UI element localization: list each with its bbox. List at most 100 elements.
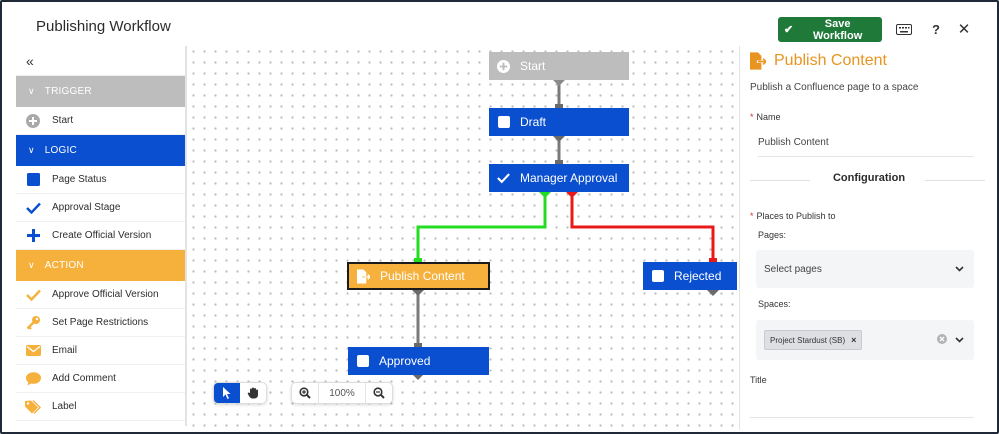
- node-draft[interactable]: Draft: [489, 108, 629, 136]
- document-export-icon: [750, 52, 766, 70]
- chevron-down-icon: ∨: [28, 86, 35, 96]
- properties-panel: Publish Content Publish a Confluence pag…: [739, 46, 997, 430]
- chevron-down-icon: ∨: [28, 260, 35, 270]
- sidebar-item-create-official-version[interactable]: Create Official Version: [16, 222, 185, 250]
- sidebar-item-start[interactable]: Start: [16, 107, 185, 135]
- section-action-label: ACTION: [44, 260, 84, 271]
- node-start[interactable]: Start: [489, 52, 629, 80]
- sidebar-item-approve-official-version[interactable]: Approve Official Version: [16, 281, 185, 309]
- panel-description: Publish a Confluence page to a space: [750, 82, 919, 93]
- checkmark-icon: ✔: [784, 24, 794, 36]
- zoom-toolbar: 100%: [291, 382, 393, 404]
- checkmark-icon: [497, 172, 510, 185]
- square-icon: [24, 171, 42, 189]
- pan-tool-button[interactable]: [240, 383, 266, 403]
- chevron-down-icon: ∨: [28, 145, 35, 155]
- node-palette-sidebar: « ∨ TRIGGER Start ∨ LOGIC Page Status: [16, 46, 187, 426]
- edge-reject: [570, 192, 715, 262]
- sidebar-item-email[interactable]: Email: [16, 337, 185, 365]
- node-label: Publish Content: [380, 269, 465, 283]
- edge-approve: [416, 192, 547, 262]
- section-trigger[interactable]: ∨ TRIGGER: [16, 76, 185, 107]
- configuration-heading: Configuration: [832, 172, 906, 184]
- zoom-out-icon: [373, 387, 385, 399]
- section-logic-label: LOGIC: [44, 145, 77, 156]
- node-approved[interactable]: Approved: [348, 347, 489, 375]
- node-label: Manager Approval: [520, 171, 618, 185]
- document-export-icon: [357, 269, 370, 283]
- divider: [750, 180, 810, 181]
- dialog-header: Publishing Workflow ✔ Save Workflow ? ✕: [2, 2, 997, 46]
- select-tool-button[interactable]: [214, 383, 240, 403]
- square-icon: [356, 355, 369, 368]
- panel-title-text: Publish Content: [774, 52, 887, 69]
- node-rejected[interactable]: Rejected: [643, 262, 737, 290]
- node-publish-content[interactable]: Publish Content: [347, 262, 490, 290]
- node-label: Rejected: [674, 269, 722, 283]
- sidebar-item-label: Add Comment: [52, 373, 116, 384]
- chevron-down-icon[interactable]: [955, 335, 964, 346]
- places-label-text: Places to Publish to: [756, 211, 836, 221]
- sidebar-item-page-status[interactable]: Page Status: [16, 166, 185, 194]
- double-chevron-left-icon: «: [26, 52, 34, 69]
- required-asterisk: *: [750, 211, 754, 221]
- clear-icon[interactable]: [937, 333, 947, 347]
- close-button[interactable]: ✕: [957, 21, 971, 38]
- sidebar-item-set-page-restrictions[interactable]: Set Page Restrictions: [16, 309, 185, 337]
- name-label-text: Name: [756, 112, 781, 122]
- node-label: Draft: [520, 115, 547, 129]
- checkmark-icon: [24, 286, 42, 304]
- title-label: Title: [750, 375, 767, 385]
- pointer-icon: [223, 387, 231, 399]
- pages-label: Pages:: [758, 230, 787, 240]
- select-controls: [937, 333, 964, 347]
- section-trigger-label: TRIGGER: [44, 86, 92, 97]
- divider: [925, 180, 985, 181]
- node-manager-approval[interactable]: Manager Approval: [489, 164, 629, 192]
- sidebar-item-add-comment[interactable]: Add Comment: [16, 365, 185, 393]
- sidebar-item-label: Approve Official Version: [52, 289, 159, 300]
- zoom-out-button[interactable]: [366, 383, 392, 403]
- pages-placeholder: Select pages: [764, 263, 822, 275]
- spaces-select[interactable]: Project Stardust (SB) ×: [756, 320, 974, 360]
- save-workflow-label: Save Workflow: [812, 17, 863, 42]
- zoom-in-icon: [299, 387, 311, 399]
- hand-icon: [247, 387, 258, 399]
- comment-icon: [24, 370, 42, 388]
- name-field[interactable]: Publish Content: [758, 137, 974, 157]
- section-logic[interactable]: ∨ LOGIC: [16, 135, 185, 166]
- panel-title: Publish Content: [750, 52, 887, 70]
- sidebar-item-label-action[interactable]: Label: [16, 393, 185, 421]
- places-label: *Places to Publish to: [750, 211, 836, 221]
- section-action[interactable]: ∨ ACTION: [16, 250, 185, 281]
- sidebar-item-label: Approval Stage: [52, 202, 121, 213]
- checkmark-icon: [24, 199, 42, 217]
- tag-icon: [24, 398, 42, 416]
- chevron-down-icon: [955, 264, 964, 275]
- plus-circle-icon: [24, 112, 42, 130]
- required-asterisk: *: [750, 112, 754, 122]
- sidebar-item-label: Page Status: [52, 174, 107, 185]
- sidebar-item-label: Label: [52, 401, 77, 412]
- sidebar-item-approval-stage[interactable]: Approval Stage: [16, 194, 185, 222]
- node-label: Approved: [379, 354, 431, 368]
- plus-circle-icon: [497, 59, 510, 73]
- collapse-sidebar-button[interactable]: «: [16, 46, 185, 76]
- remove-tag-icon[interactable]: ×: [851, 335, 857, 345]
- square-icon: [497, 116, 510, 129]
- key-icon: [24, 314, 42, 332]
- name-label: *Name: [750, 112, 781, 122]
- sidebar-item-label: Set Page Restrictions: [52, 317, 149, 328]
- square-icon: [651, 270, 664, 283]
- workflow-canvas[interactable]: Start Draft Manager Approval Publish Con…: [188, 46, 737, 430]
- pages-select[interactable]: Select pages: [756, 250, 974, 288]
- help-button[interactable]: ?: [932, 21, 940, 37]
- title-field[interactable]: [750, 417, 974, 418]
- zoom-in-button[interactable]: [292, 383, 318, 403]
- space-tag-label: Project Stardust (SB): [770, 335, 846, 345]
- sidebar-item-label: Start: [52, 115, 74, 126]
- keyboard-icon[interactable]: [894, 19, 914, 39]
- save-workflow-button[interactable]: ✔ Save Workflow: [778, 17, 882, 42]
- space-tag: Project Stardust (SB) ×: [764, 330, 863, 350]
